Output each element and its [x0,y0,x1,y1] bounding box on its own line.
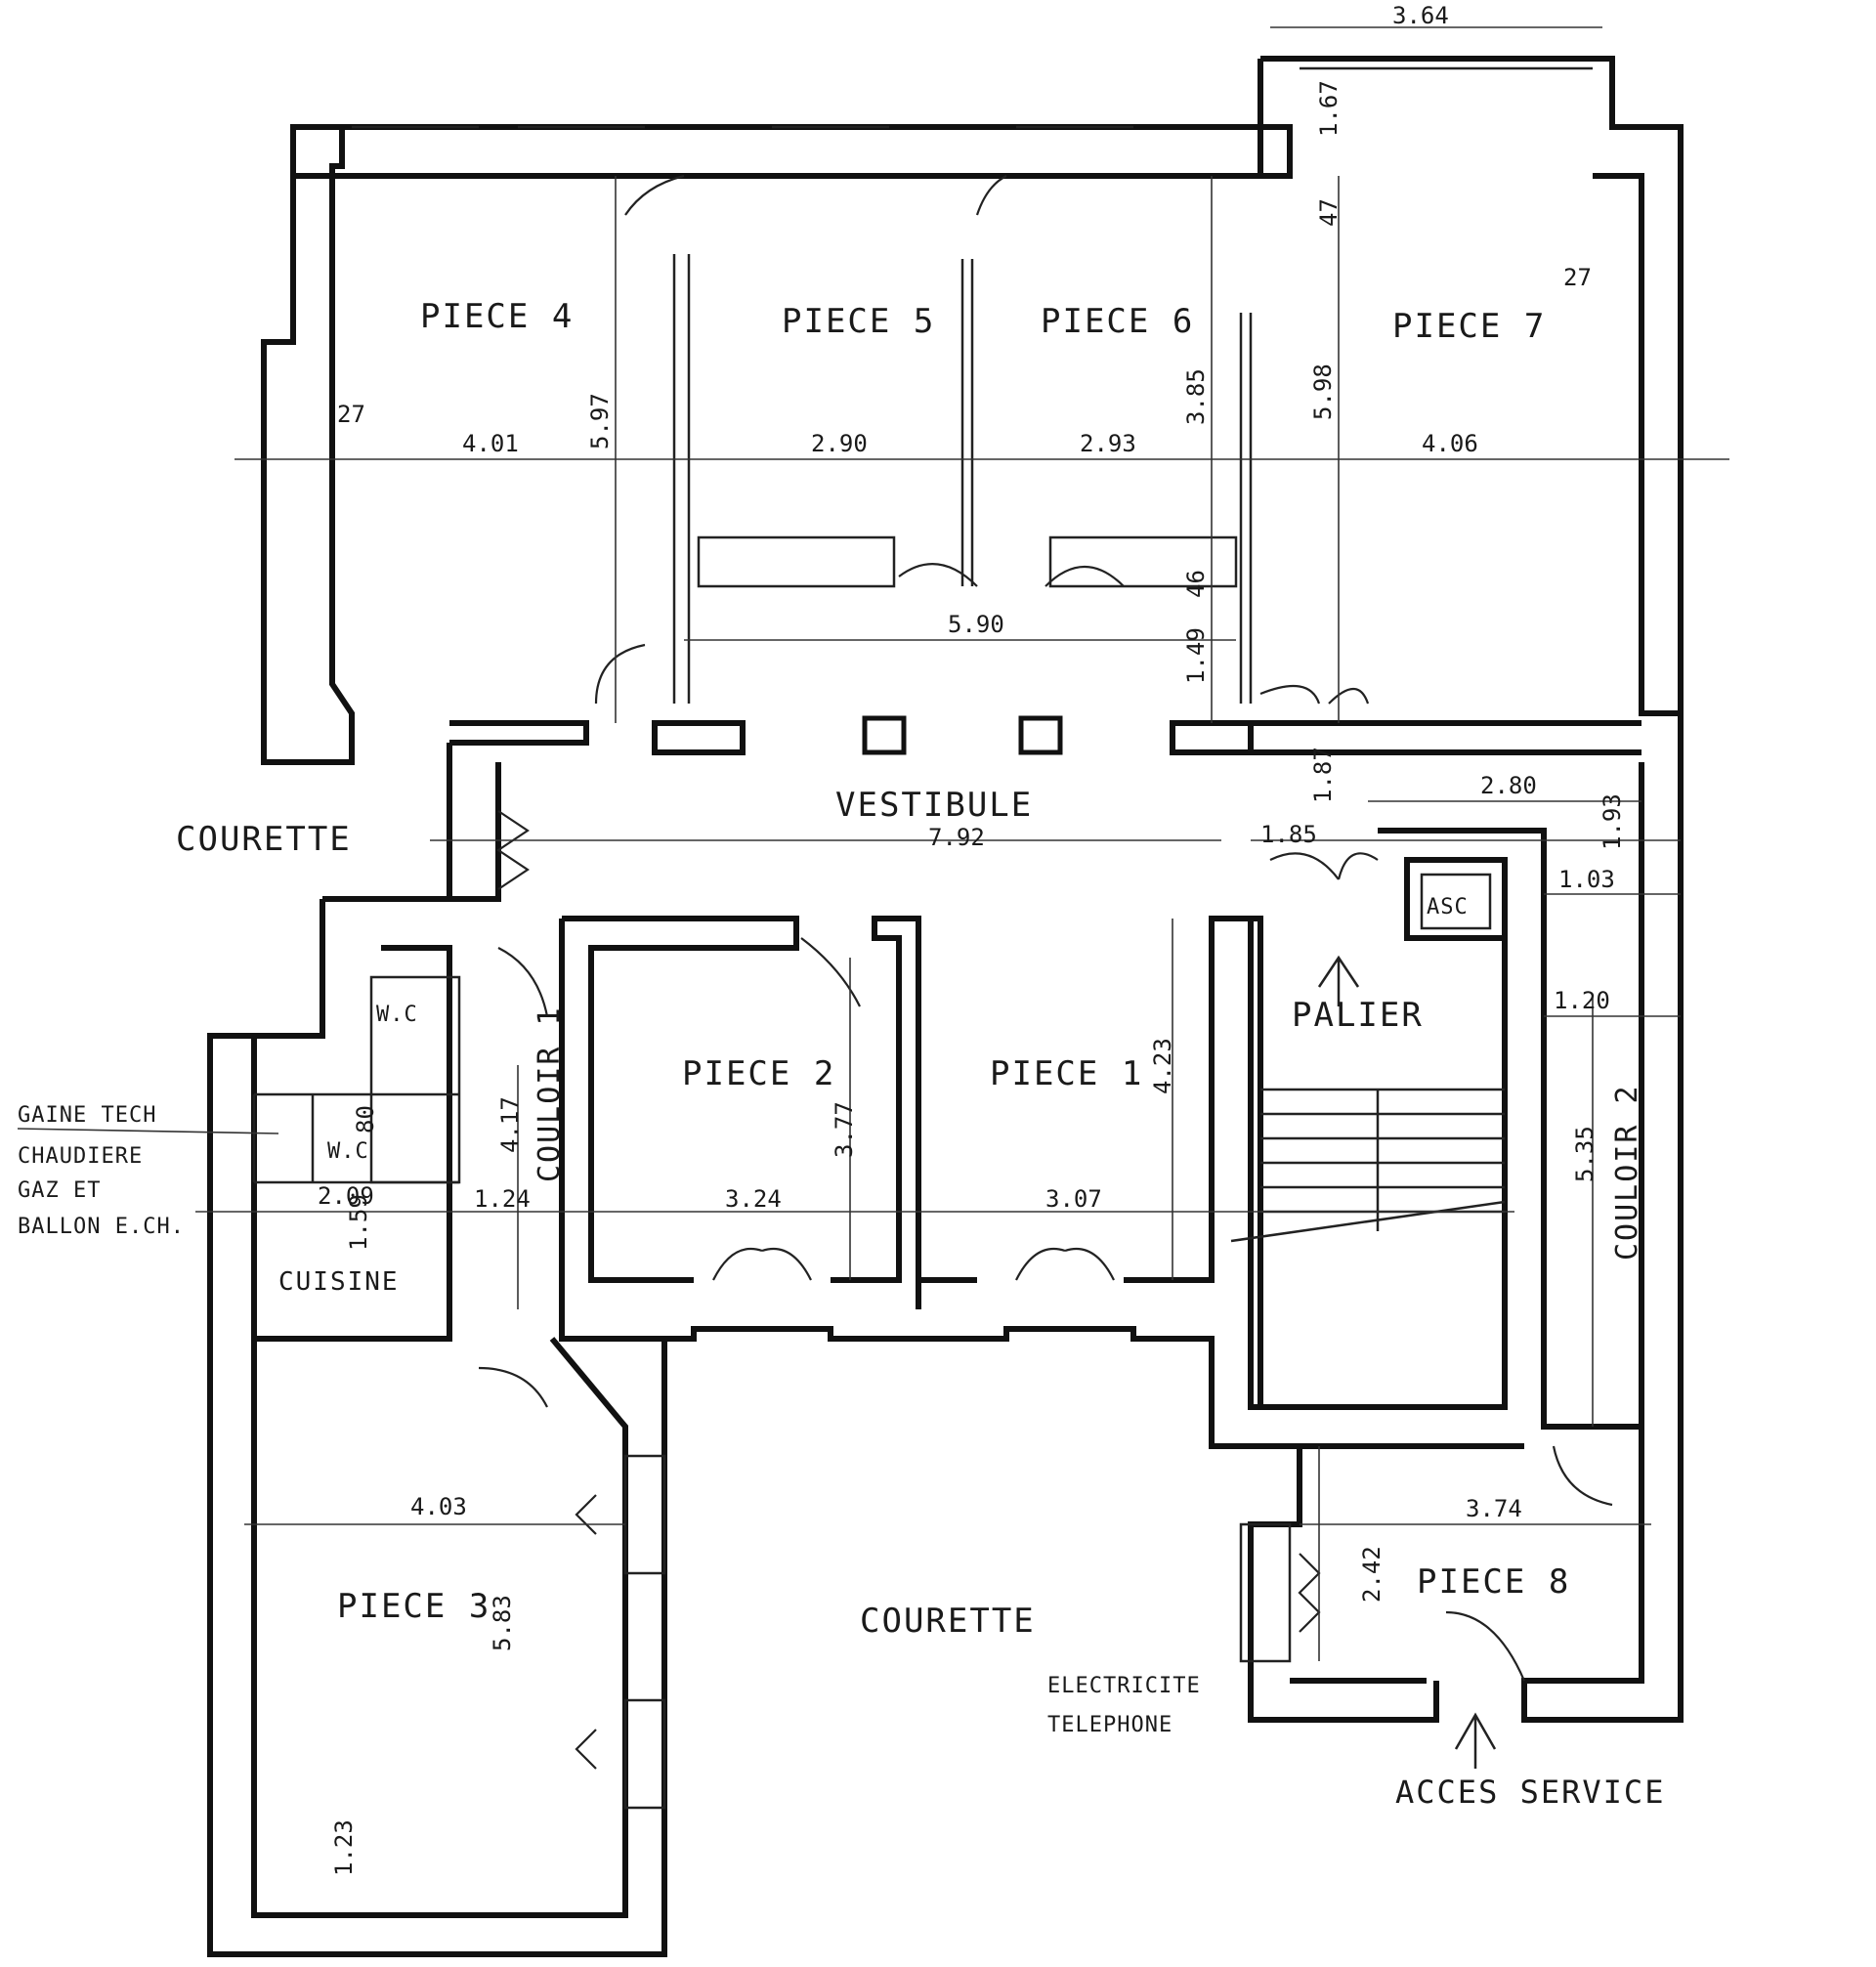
dim-242: 2.42 [1358,1546,1386,1603]
note-chaudiere-1: CHAUDIERE [18,1144,143,1169]
dim-590: 5.90 [948,611,1004,638]
dim-403: 4.03 [410,1493,467,1520]
label-wc-2: W.C [327,1139,369,1164]
dim-385: 3.85 [1182,368,1210,425]
dim-120: 1.20 [1554,987,1610,1014]
dim-167: 1.67 [1315,80,1343,137]
dim-364: 3.64 [1392,2,1449,29]
note-chaudiere-2: GAZ ET [18,1178,101,1203]
label-wc-1: W.C [376,1003,418,1027]
dim-597: 5.97 [586,393,614,449]
label-piece-3: PIECE 3 [337,1587,490,1626]
dim-103: 1.03 [1558,866,1615,893]
dim-307: 3.07 [1045,1185,1102,1213]
dim-293: 2.93 [1080,430,1136,457]
dim-583: 5.83 [489,1595,516,1651]
dim-46: 46 [1182,570,1210,598]
label-asc: ASC [1427,895,1469,919]
dim-406: 4.06 [1422,430,1478,457]
label-piece-7: PIECE 7 [1392,307,1546,346]
dim-27a: 27 [1563,264,1592,291]
label-piece-8: PIECE 8 [1417,1562,1570,1602]
label-courette-bottom: COURETTE [860,1602,1036,1641]
dim-209: 2.09 [318,1182,374,1210]
door-swings [478,174,1613,1770]
entry-arrow-icon [1317,955,1360,1006]
dim-598: 5.98 [1309,363,1337,420]
label-vestibule: VESTIBULE [835,786,1033,825]
gaine-tech-leader [17,1128,279,1134]
dim-159: 1.59 [345,1194,372,1251]
label-cuisine: CUISINE [278,1267,400,1297]
dim-149: 1.49 [1182,627,1210,684]
dim-47: 47 [1315,198,1343,227]
dim-377: 3.77 [831,1101,858,1158]
label-piece-5: PIECE 5 [782,302,935,341]
label-piece-4: PIECE 4 [420,297,574,336]
walls [207,56,1684,1957]
dim-193: 1.93 [1599,793,1626,850]
label-piece-6: PIECE 6 [1041,302,1194,341]
dim-123: 1.23 [330,1819,358,1876]
note-telephone: TELEPHONE [1047,1713,1172,1737]
dim-80: 80 [352,1105,379,1133]
dim-185: 1.85 [1260,821,1317,848]
dim-535: 5.35 [1571,1126,1599,1182]
dim-423: 4.23 [1149,1038,1176,1094]
service-entry-arrow-icon [1454,1712,1497,1769]
note-electricite: ELECTRICITE [1047,1674,1201,1698]
dim-374: 3.74 [1466,1495,1522,1522]
note-acces-service: ACCES SERVICE [1395,1774,1665,1811]
label-couloir-2: COULOIR 2 [1610,1084,1644,1261]
label-piece-2: PIECE 2 [682,1054,835,1093]
dim-124: 1.24 [474,1185,531,1213]
dim-280: 2.80 [1480,772,1537,799]
label-palier: PALIER [1292,996,1424,1035]
label-piece-1: PIECE 1 [990,1054,1143,1093]
label-courette-left: COURETTE [176,820,352,859]
dim-290: 2.90 [811,430,868,457]
note-chaudiere-3: BALLON E.CH. [18,1215,185,1239]
dimension-lines [195,26,1729,1661]
label-couloir-1: COULOIR 1 [533,1005,567,1182]
dim-417: 4.17 [496,1096,524,1153]
note-gaine-tech: GAINE TECH [18,1103,156,1128]
dim-187: 1.87 [1309,747,1337,803]
dim-324: 3.24 [725,1185,782,1213]
elevator-box [1420,873,1492,930]
dim-792: 7.92 [928,824,985,851]
dim-27b: 27 [337,401,365,428]
dim-401: 4.01 [462,430,519,457]
